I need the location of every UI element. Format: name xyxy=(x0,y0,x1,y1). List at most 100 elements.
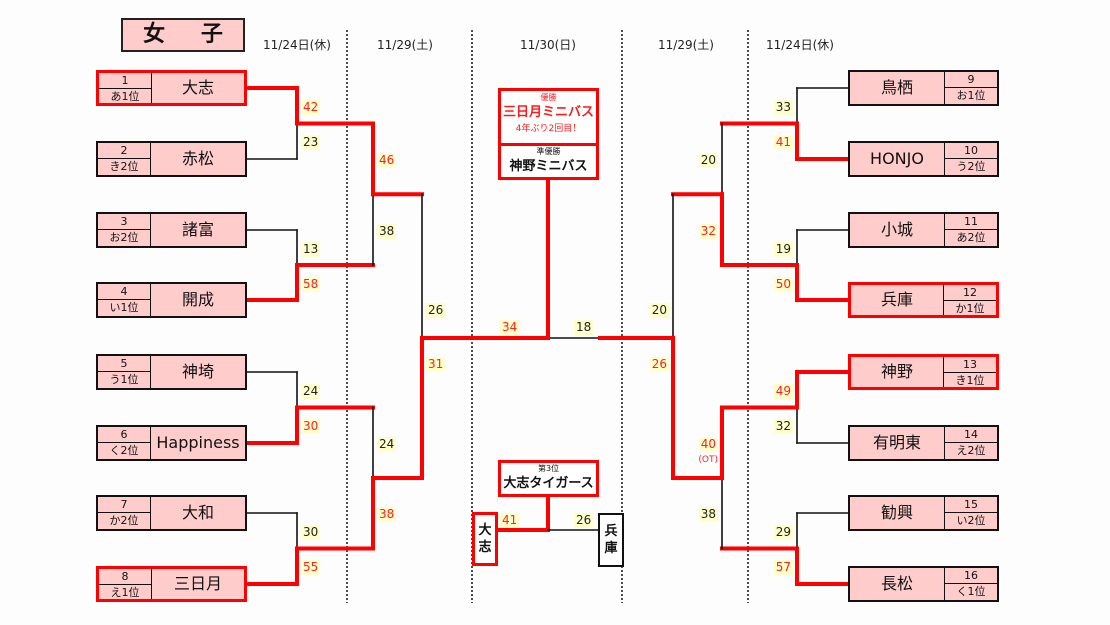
division-title: 女 子 xyxy=(121,18,245,52)
third-place-label: 第3位 xyxy=(537,464,560,473)
group-rank: う1位 xyxy=(109,373,139,386)
third-left-char-2: 志 xyxy=(478,540,492,555)
team-name: 開成 xyxy=(181,290,214,309)
team-name: 小城 xyxy=(880,220,913,239)
left-score-sf-top: 26 xyxy=(426,303,446,318)
date-right-r1: 11/24日(休) xyxy=(766,38,834,52)
final-score-left: 34 xyxy=(500,320,520,335)
seed-number: 1 xyxy=(99,73,151,89)
group-rank: お1位 xyxy=(956,89,986,102)
third-place-box: 第3位 大志タイガース xyxy=(498,460,599,497)
seed-number: 14 xyxy=(945,427,997,443)
team-name: 勧興 xyxy=(880,503,913,522)
left-score-sf-bottom: 31 xyxy=(426,357,446,372)
seed-number: 5 xyxy=(98,356,150,372)
team-name: 長松 xyxy=(880,574,913,593)
third-score-left: 41 xyxy=(500,513,520,528)
team-name: HONJO xyxy=(870,149,924,168)
group-rank: え2位 xyxy=(956,444,986,457)
right-score-r1-0-top: 33 xyxy=(773,99,793,115)
seed-number: 11 xyxy=(945,214,997,230)
third-place-name: 大志タイガース xyxy=(503,476,594,491)
group-rank: お2位 xyxy=(109,231,139,244)
right-score-r2-1-bottom: 38 xyxy=(698,507,718,523)
overtime-note: (OT) xyxy=(698,454,718,465)
seed-number: 6 xyxy=(98,427,150,443)
left-score-r1-2-bottom: 30 xyxy=(301,419,321,435)
right-score-r1-2-top: 49 xyxy=(773,383,793,399)
right-score-r1-1-bottom: 50 xyxy=(773,276,793,292)
team-name: 三日月 xyxy=(173,574,222,593)
date-right-r2: 11/29(土) xyxy=(658,38,714,52)
third-left-char-1: 大 xyxy=(478,523,492,538)
seed-number: 16 xyxy=(945,568,997,584)
seed-number: 15 xyxy=(945,497,997,513)
seed-number: 2 xyxy=(98,143,150,159)
champion-name: 三日月ミニバス xyxy=(502,105,594,120)
right-score-r2-1-top: 40 xyxy=(698,436,718,452)
date-left-r2: 11/29(土) xyxy=(377,38,433,52)
team-name: 神埼 xyxy=(181,362,214,381)
left-score-r2-1-top: 24 xyxy=(377,436,397,452)
right-score-r1-3-top: 29 xyxy=(773,524,793,540)
runner-up-section: 準優勝 神野ミニバス xyxy=(501,146,596,176)
seed-number: 10 xyxy=(945,143,997,159)
team-name: 諸富 xyxy=(181,220,214,239)
group-rank: く2位 xyxy=(109,444,139,457)
group-rank: う2位 xyxy=(956,160,986,173)
champion-section: 優勝 三日月ミニバス 4年ぶり2回目！ xyxy=(501,91,596,146)
runner-up-label: 準優勝 xyxy=(536,147,561,156)
left-score-r1-2-top: 24 xyxy=(301,383,321,399)
left-score-r2-0-top: 46 xyxy=(377,152,397,168)
champion-label: 優勝 xyxy=(540,93,557,102)
group-rank: く1位 xyxy=(956,585,986,598)
left-score-r1-1-top: 13 xyxy=(301,241,321,257)
group-rank: き1位 xyxy=(955,374,985,387)
champion-note: 4年ぶり2回目！ xyxy=(515,124,582,134)
team-name: 鳥栖 xyxy=(880,78,913,97)
group-rank: あ1位 xyxy=(110,90,140,103)
right-score-r1-0-bottom: 41 xyxy=(773,135,793,151)
third-place-team-right: 兵 庫 xyxy=(598,513,624,567)
left-score-r1-3-bottom: 55 xyxy=(301,560,321,576)
team-name: 神野 xyxy=(880,362,913,381)
runner-up-name: 神野ミニバス xyxy=(509,159,588,174)
left-score-r1-1-bottom: 58 xyxy=(301,276,321,292)
seed-number: 12 xyxy=(944,285,996,301)
team-name: 赤松 xyxy=(181,149,214,168)
group-rank: か1位 xyxy=(955,302,985,315)
third-score-right: 26 xyxy=(574,513,594,528)
team-name: 有明東 xyxy=(872,433,921,452)
group-rank: え1位 xyxy=(110,586,140,599)
final-result-box: 優勝 三日月ミニバス 4年ぶり2回目！ 準優勝 神野ミニバス xyxy=(498,88,599,180)
left-score-r1-3-top: 30 xyxy=(301,524,321,540)
left-score-r2-1-bottom: 38 xyxy=(377,507,397,523)
seed-number: 4 xyxy=(98,284,150,300)
date-left-r1: 11/24日(休) xyxy=(263,38,331,52)
